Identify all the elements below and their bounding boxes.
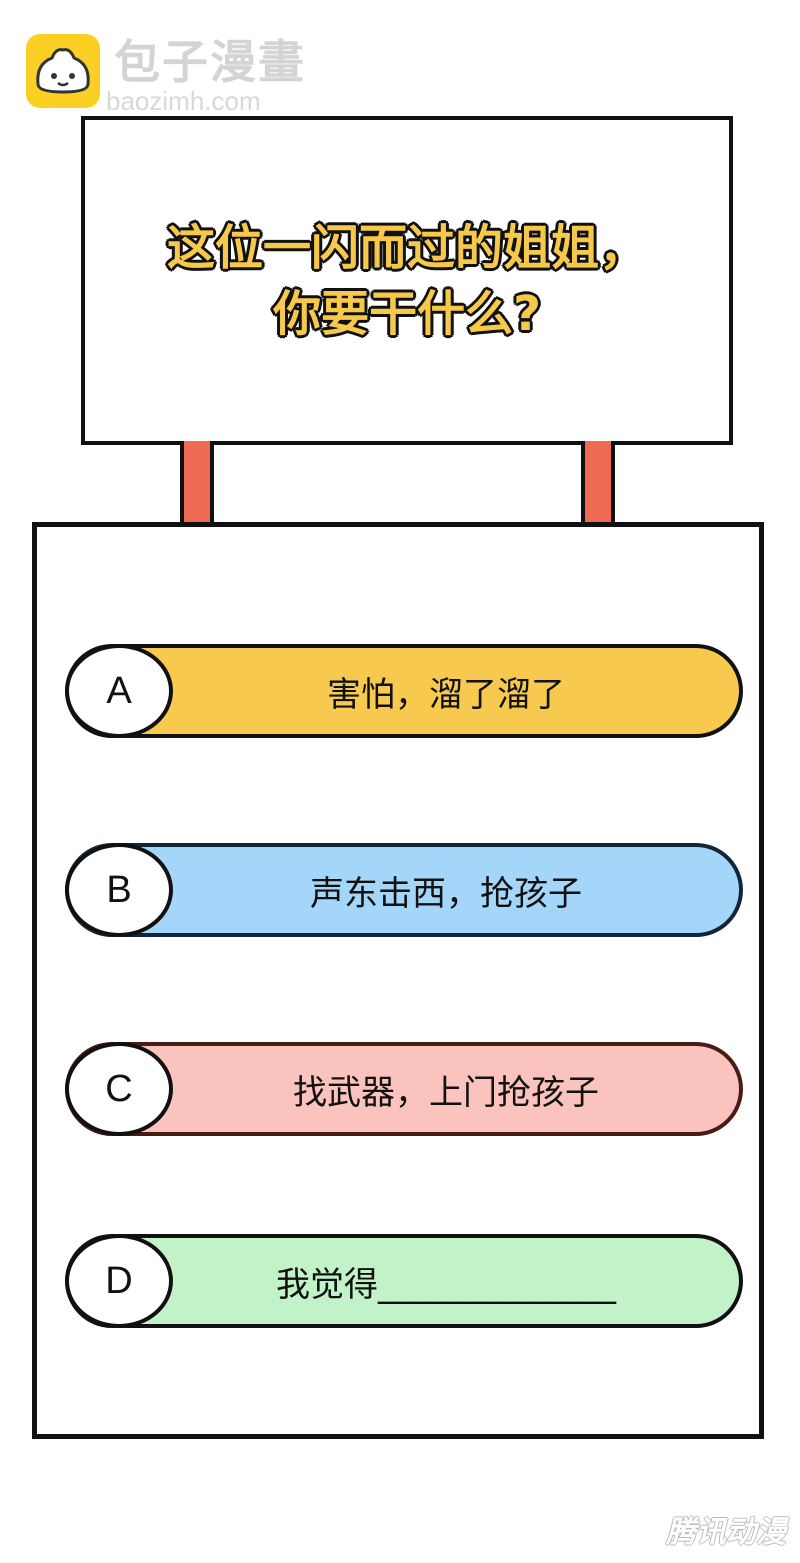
option-text: 我觉得______________ (276, 1264, 616, 1305)
bun-mascot-icon (26, 34, 100, 108)
option-d-button[interactable]: D 我觉得______________ (65, 1234, 743, 1328)
option-b-button[interactable]: B 声东击西，抢孩子 (65, 843, 743, 937)
option-text: 声东击西，抢孩子 (310, 873, 582, 914)
option-a-button[interactable]: A 害怕，溜了溜了 (65, 644, 743, 738)
option-letter: C (65, 1042, 173, 1136)
watermark-url: baozimh.com (106, 86, 261, 116)
option-text: 找武器，上门抢孩子 (293, 1072, 599, 1113)
option-letter: B (65, 843, 173, 937)
question-line-1: 这位一闪而过的姐姐， (166, 219, 647, 276)
watermark: 包子漫畫 baozimh.com (26, 34, 326, 116)
watermark-title: 包子漫畫 (114, 35, 306, 89)
question-sign: 这位一闪而过的姐姐， 你要干什么? (81, 116, 733, 445)
option-text: 害怕，溜了溜了 (327, 674, 565, 715)
question-line-2: 你要干什么? (273, 285, 541, 342)
trademark-logo: 腾讯动漫 (666, 1515, 786, 1550)
sign-post-left (180, 441, 214, 525)
option-c-button[interactable]: C 找武器，上门抢孩子 (65, 1042, 743, 1136)
option-letter: A (65, 644, 173, 738)
option-letter: D (65, 1234, 173, 1328)
sign-post-right (581, 441, 615, 525)
